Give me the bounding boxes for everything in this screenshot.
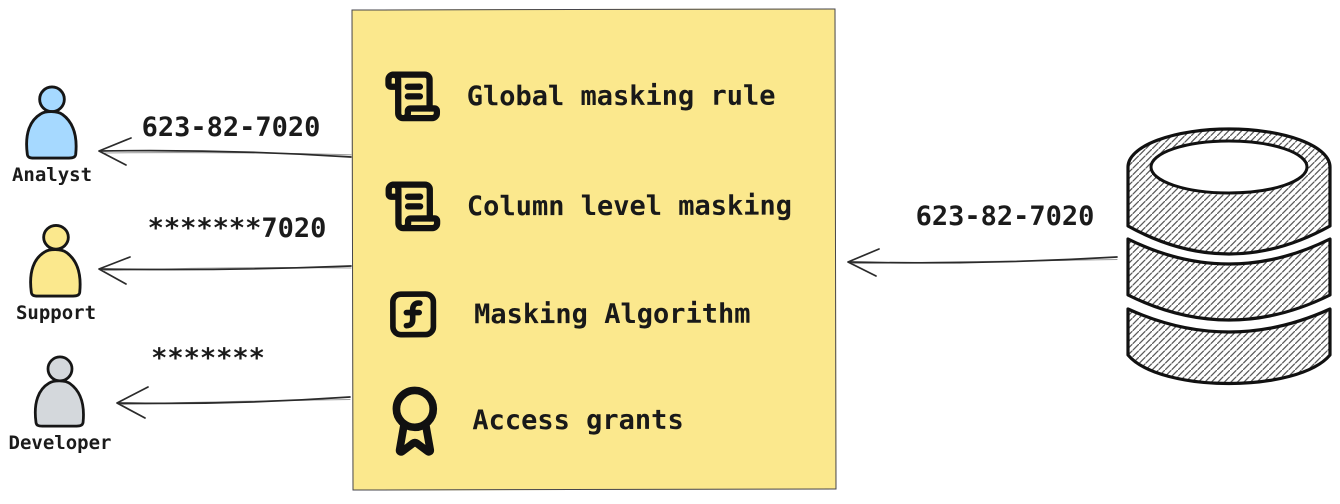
developer-masked-value: ******* [151, 343, 265, 374]
analyst-head [38, 85, 66, 114]
analyst-masked-value: 623-82-7020 [141, 112, 321, 143]
masking-box-item-column-masking: Column level masking [384, 176, 792, 237]
developer-head [46, 355, 74, 383]
persona-support-label: Support [15, 302, 97, 324]
database-bottom-segment [1126, 307, 1332, 386]
masking-box-item-label: Access grants [472, 404, 684, 436]
database-middle-segment [1126, 237, 1332, 322]
masking-box-item-label: Masking Algorithm [474, 298, 751, 330]
masking-box-item-label: Column level masking [466, 190, 793, 222]
database-icon [1126, 127, 1332, 386]
analyst-body [25, 110, 78, 160]
developer-body [33, 379, 85, 428]
masking-policy-box: Global masking rule Column level masking… [351, 8, 837, 491]
masking-box-item-access-grants: Access grants [391, 386, 684, 456]
support-head [42, 224, 70, 251]
masking-box-item-algorithm: Masking Algorithm [386, 284, 751, 345]
analyst-user-icon [25, 85, 78, 160]
arrow-to-support [98, 256, 352, 285]
persona-analyst-label: Analyst [11, 164, 93, 186]
arrow-to-developer [116, 386, 351, 419]
arrow-from-database [847, 248, 1118, 277]
masking-box-item-global-rule: Global masking rule [384, 66, 776, 127]
persona-analyst: Analyst [6, 85, 98, 186]
persona-support: Support [10, 224, 102, 324]
function-square-icon [390, 291, 437, 338]
support-body [29, 248, 82, 298]
support-masked-value: *******7020 [147, 213, 327, 244]
award-icon [392, 386, 438, 456]
support-user-icon [29, 224, 82, 298]
persona-developer-label: Developer [8, 432, 112, 454]
database-top-opening [1149, 139, 1309, 195]
scroll-text-icon [385, 71, 441, 122]
developer-user-icon [33, 355, 85, 428]
masking-box-item-label: Global masking rule [466, 80, 776, 112]
database-raw-value: 623-82-7020 [915, 201, 1095, 232]
persona-developer: Developer [9, 355, 111, 454]
scroll-text-icon [385, 181, 441, 232]
